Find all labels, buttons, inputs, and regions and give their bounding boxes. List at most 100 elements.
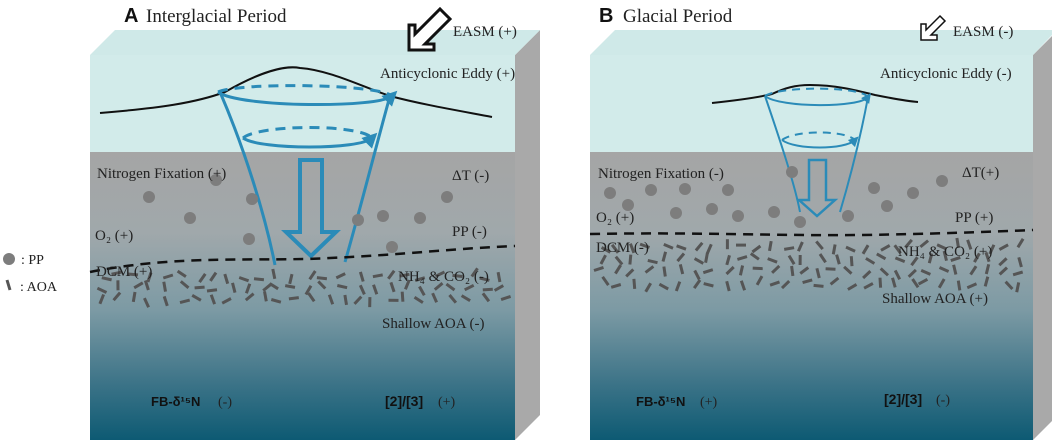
aoa-dash — [988, 244, 996, 255]
aoa-dash — [919, 239, 930, 249]
panel-a: A Interglacial Period EASM (+) Anticyclo… — [89, 5, 540, 440]
aoa-dash — [907, 268, 917, 278]
pp-dot — [645, 184, 657, 196]
aoa-dash — [601, 275, 610, 286]
aoa-dash — [464, 283, 475, 292]
aoa-dash — [610, 283, 622, 289]
aoa-dash — [1012, 270, 1024, 277]
nh4-co2-label: NH₄ & CO₂ (+) — [898, 244, 992, 260]
aoa-dash — [911, 278, 920, 289]
aoa-dash — [704, 252, 709, 263]
aoa-dash — [835, 254, 841, 265]
aoa-dash — [143, 280, 150, 291]
aoa-dash — [862, 270, 872, 280]
aoa-dash — [162, 281, 167, 292]
aoa-dash — [308, 270, 317, 281]
aoa-dash — [952, 264, 958, 275]
aoa-dash — [143, 297, 150, 308]
pp-dot — [706, 203, 718, 215]
aoa-dash — [998, 243, 1009, 251]
aoa-dash — [768, 240, 773, 252]
o2-label: O₂ (+) — [596, 210, 634, 226]
pp-dot — [604, 187, 616, 199]
eddy-funnel — [764, 87, 871, 213]
aoa-dash — [628, 254, 633, 265]
aoa-dash — [358, 271, 365, 282]
aoa-dash — [445, 282, 456, 292]
ratio-sign: (+) — [438, 395, 456, 410]
aoa-dash — [372, 273, 383, 279]
aoa-dash — [387, 269, 396, 280]
easm-arrow-icon — [407, 6, 453, 52]
aoa-dash — [663, 243, 674, 250]
pp-dot — [732, 210, 744, 222]
aoa-dash — [771, 264, 781, 274]
aoa-dash — [191, 293, 202, 302]
aoa-dash — [969, 265, 978, 276]
aoa-dash — [984, 263, 991, 275]
aoa-dash — [998, 266, 1009, 276]
delta-t-label: ΔT (-) — [452, 168, 489, 184]
aoa-dash — [632, 278, 637, 290]
shallow-aoa-label: Shallow AOA (+) — [882, 291, 988, 307]
aoa-dash — [702, 268, 714, 275]
eddy-funnel — [217, 84, 398, 266]
aoa-dash — [644, 282, 652, 293]
aoa-dash — [353, 295, 363, 305]
aoa-dash — [815, 267, 821, 279]
aoa-dash — [692, 279, 702, 289]
aoa-dash — [904, 238, 913, 249]
aoa-dash — [983, 276, 990, 287]
dcm-label: DCM (-) — [596, 240, 649, 256]
aoa-dash — [600, 246, 612, 254]
aoa-dash — [284, 284, 296, 289]
aoa-dash — [647, 258, 658, 265]
easm-arrow-icon — [920, 14, 947, 41]
aoa-dash — [749, 252, 760, 261]
aoa-dash — [413, 295, 424, 304]
aoa-dash — [194, 285, 205, 290]
panel-b: B Glacial Period EASM (-) Anticyclonic E… — [589, 5, 1052, 440]
nh4-co2-label: NH₄ & CO₂ (-) — [398, 269, 489, 285]
pp-dot — [210, 174, 222, 186]
aoa-dash — [938, 266, 950, 273]
legend: : PP : AOA — [3, 253, 58, 295]
pp-dot — [143, 191, 155, 203]
aoa-dash — [661, 251, 668, 262]
pp-dot — [352, 214, 364, 226]
aoa-dash — [493, 284, 505, 292]
aoa-dash — [936, 243, 947, 251]
aoa-dash — [479, 276, 490, 282]
block-side-face — [515, 30, 540, 440]
fb-label: FB-δ¹⁵N — [636, 394, 685, 409]
aoa-dash — [400, 291, 405, 302]
aoa-dash — [829, 276, 840, 286]
aoa-dash — [223, 273, 230, 285]
pp-dot — [386, 241, 398, 253]
pp-dot — [246, 193, 258, 205]
aoa-dash — [790, 265, 795, 277]
aoa-dash — [894, 256, 906, 263]
aoa-dash — [865, 257, 876, 265]
pp-dot — [184, 212, 196, 224]
aoa-dash — [358, 284, 366, 296]
aoa-dash — [738, 265, 745, 276]
pp-dot — [881, 200, 893, 212]
downwelling-arrow — [281, 158, 341, 259]
aoa-dash — [802, 278, 813, 285]
aoa-dash — [96, 286, 108, 294]
legend-aoa-icon — [5, 279, 12, 291]
pp-dot — [842, 210, 854, 222]
aoa-dash — [399, 272, 410, 278]
pp-dot — [868, 182, 880, 194]
aoa-dash — [131, 291, 137, 303]
shallow-aoa-label: Shallow AOA (-) — [382, 316, 485, 332]
aoa-dash — [736, 255, 748, 261]
aoa-dash — [639, 242, 651, 249]
aoa-dash — [496, 271, 502, 283]
pp-dots — [143, 174, 453, 253]
delta-t-label: ΔT(+) — [962, 165, 999, 181]
aoa-dash — [162, 273, 174, 280]
aoa-dash — [389, 281, 396, 293]
